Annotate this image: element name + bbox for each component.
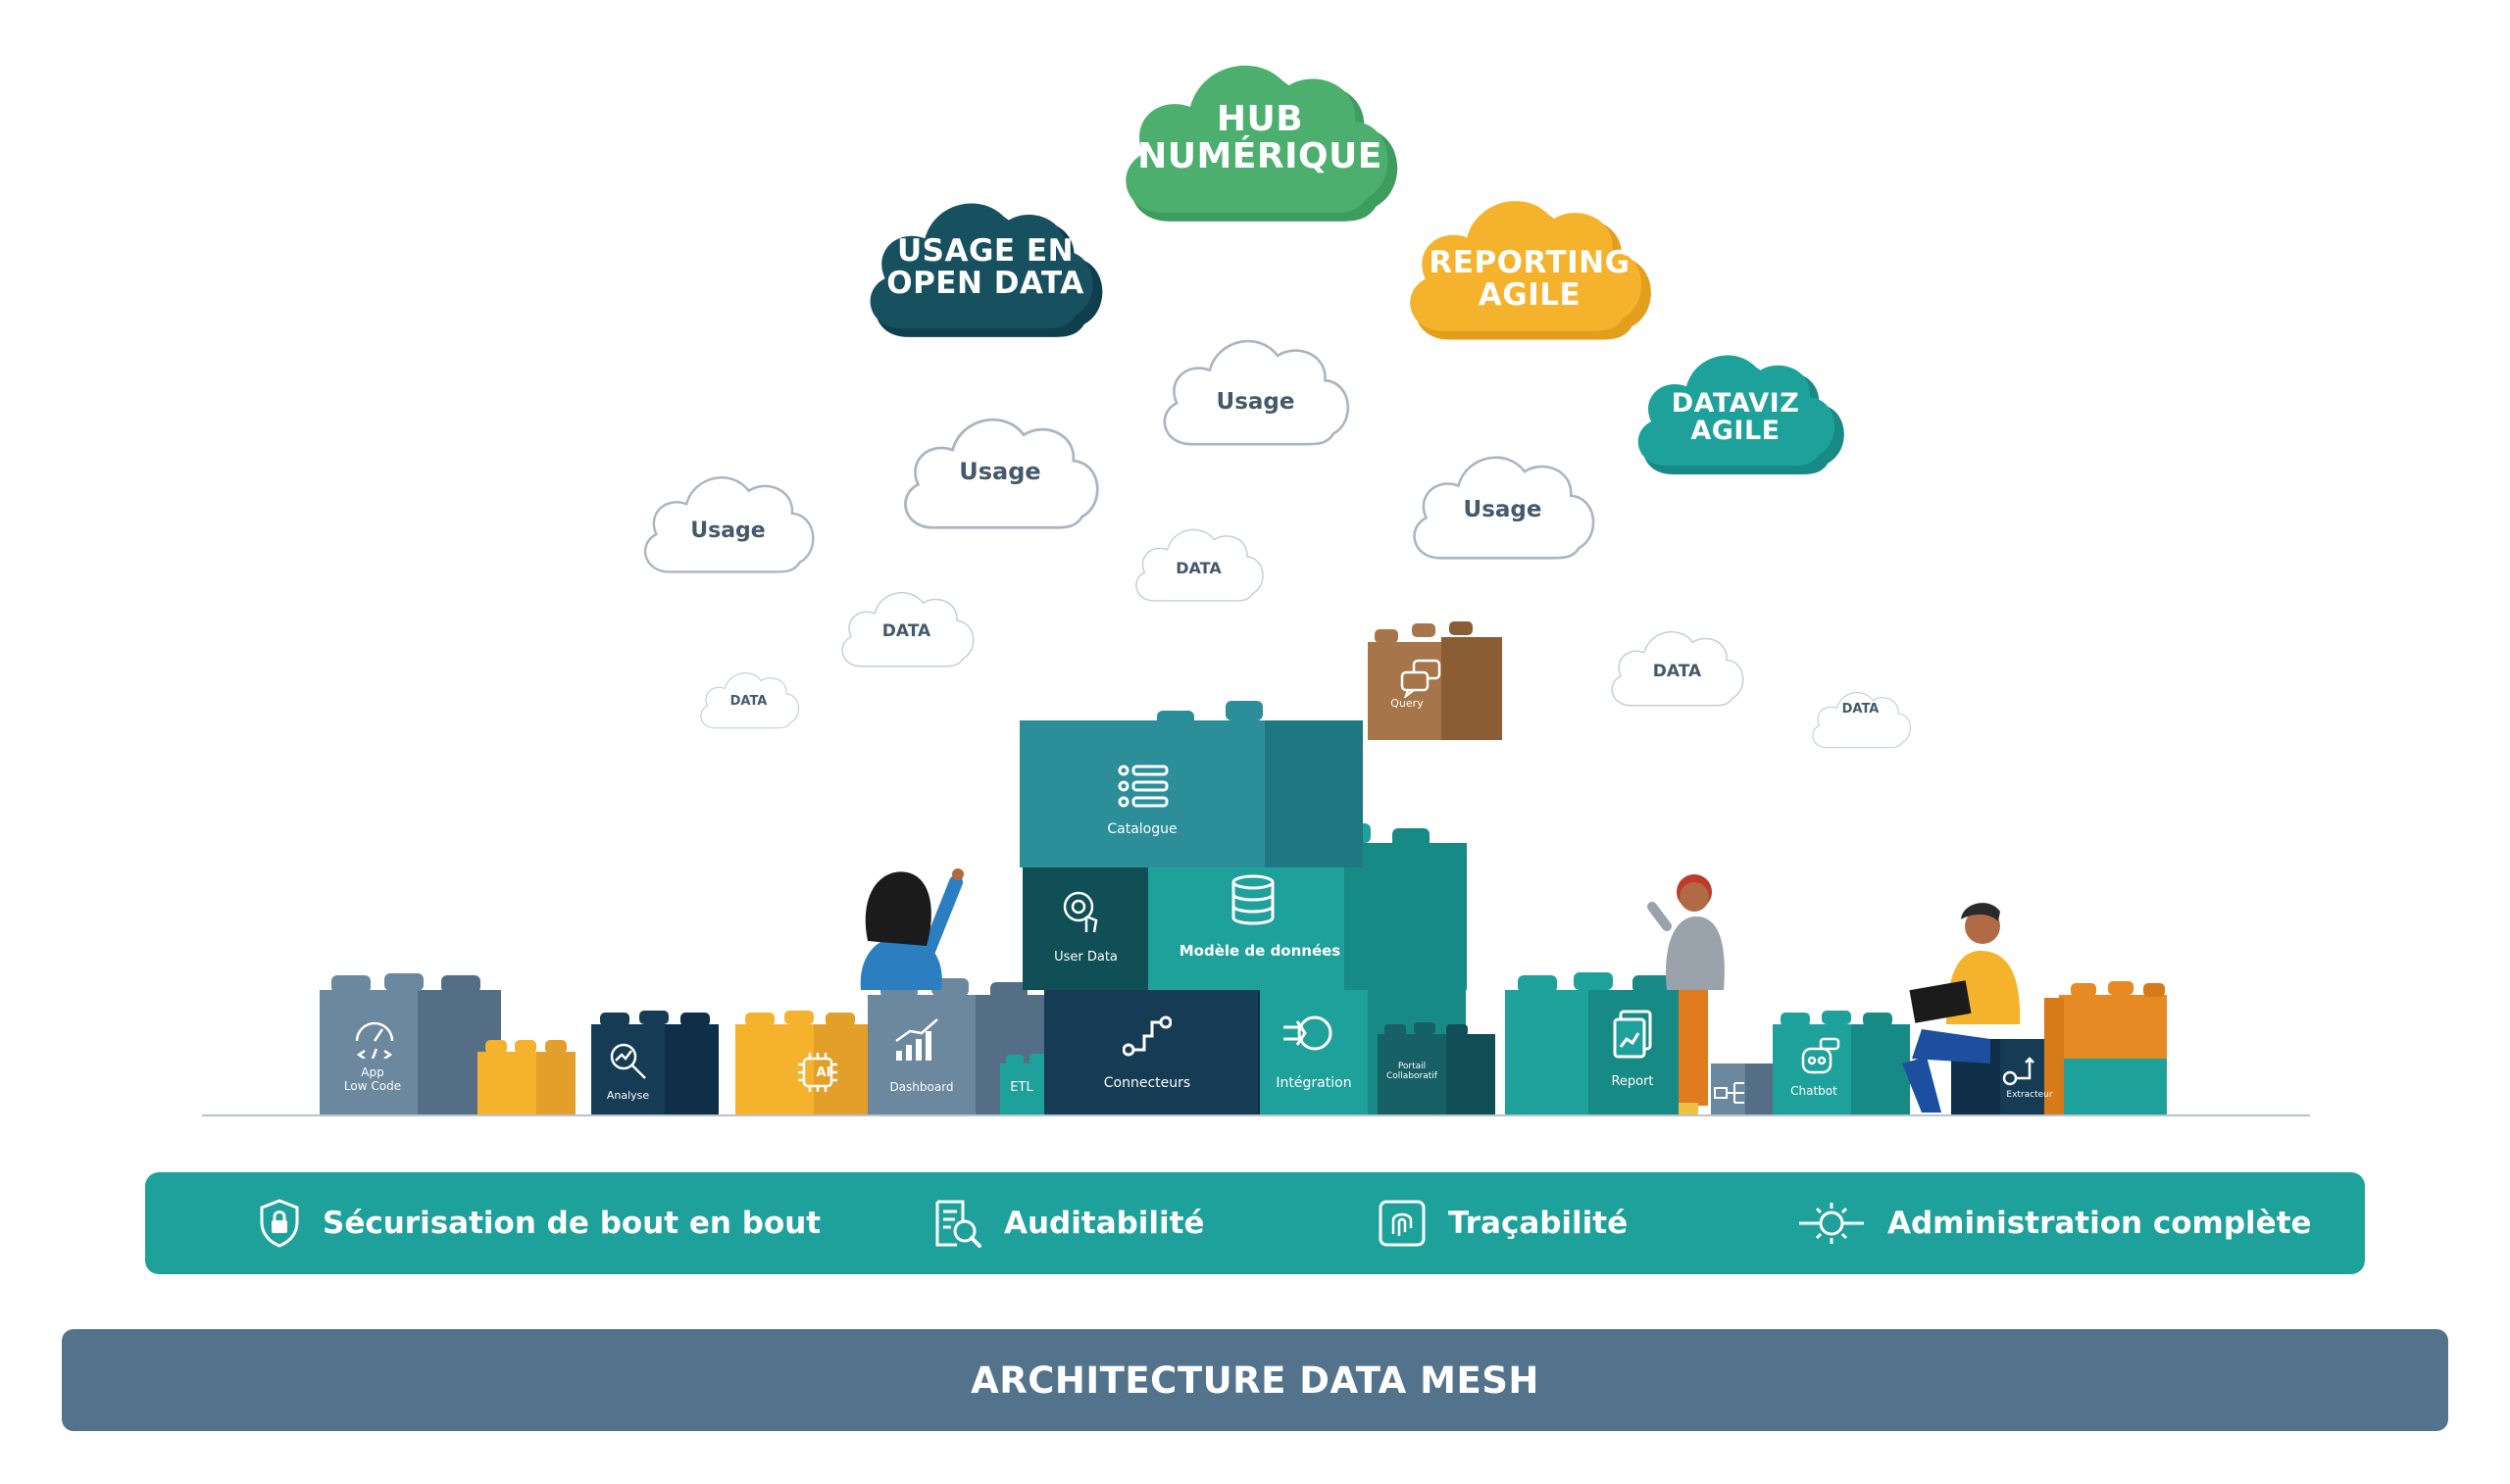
cloud-data-5 [1812, 692, 1912, 749]
architecture-bar: ARCHITECTURE DATA MESH [62, 1329, 2448, 1431]
cloud-data-2 [1135, 528, 1264, 602]
person-pointing [860, 868, 964, 990]
features-bar: Sécurisation de bout en bout Auditabilit… [145, 1172, 2365, 1274]
brick-report [1505, 972, 1686, 1115]
brick-connecteurs [1044, 990, 1260, 1115]
cloud-usage-open-data [870, 203, 1103, 337]
cloud-dataviz-agile [1637, 355, 1844, 474]
brick-slate-small [1711, 1064, 1778, 1115]
usage-clouds [643, 339, 1595, 573]
query-chat-icon [1400, 659, 1441, 698]
data-clouds [700, 528, 1912, 749]
ground-line [202, 1114, 2310, 1116]
feature-securisation: Sécurisation de bout en bout [258, 1172, 821, 1274]
list-icon [1118, 765, 1169, 808]
shield-lock-icon [260, 1199, 299, 1248]
bar-chart-icon [895, 1018, 938, 1061]
brick-analyse [591, 1011, 719, 1115]
database-icon [1231, 874, 1275, 925]
feature-auditabilite: Auditabilité [931, 1172, 1205, 1274]
brick-yellow-small [477, 1040, 576, 1115]
analyse-icon [610, 1043, 646, 1079]
brick-portail-collaboratif [1378, 1022, 1495, 1115]
feature-label-administration: Administration complète [1887, 1206, 2312, 1241]
connector-icon [1123, 1015, 1172, 1057]
cloud-reporting-agile [1410, 201, 1651, 340]
feature-tracabilite: Traçabilité [1378, 1172, 1628, 1274]
cloud-usage-2 [904, 418, 1099, 529]
brick-stack-right [2044, 981, 2167, 1115]
cloud-data-3 [700, 672, 800, 729]
brick-catalogue [1020, 701, 1363, 867]
network-icon [1714, 1082, 1744, 1104]
fingerprint-icon [1379, 1200, 1426, 1247]
report-doc-icon [1613, 1010, 1652, 1059]
cloud-data-1 [841, 591, 975, 668]
brick-app-low-code [320, 973, 501, 1115]
gear-wrench-icon [1799, 1203, 1864, 1244]
cloud-usage-3 [1163, 339, 1350, 446]
person-laptop [1902, 903, 2021, 1113]
chatbot-icon [1801, 1037, 1840, 1074]
cloud-usage-4 [1413, 456, 1595, 560]
feature-label-auditabilite: Auditabilité [1004, 1206, 1205, 1241]
extracteur-icon [2002, 1057, 2034, 1086]
document-search-icon [935, 1200, 981, 1248]
cloud-hub-numerique [1126, 65, 1398, 222]
architecture-title: ARCHITECTURE DATA MESH [971, 1359, 1539, 1402]
feature-label-securisation: Sécurisation de bout en bout [323, 1206, 822, 1241]
ai-chip-icon [798, 1053, 837, 1092]
person-standing [1647, 874, 1725, 1114]
feature-label-tracabilite: Traçabilité [1448, 1206, 1629, 1241]
cloud-usage-1 [643, 476, 815, 573]
touch-gear-icon [1063, 891, 1098, 933]
integration-icon [1283, 1015, 1332, 1051]
brick-ai [735, 1011, 868, 1115]
brick-chatbot [1773, 1011, 1910, 1115]
feature-administration: Administration complète [1797, 1172, 2312, 1274]
cloud-data-4 [1611, 630, 1744, 707]
code-gauge-icon [355, 1021, 394, 1059]
